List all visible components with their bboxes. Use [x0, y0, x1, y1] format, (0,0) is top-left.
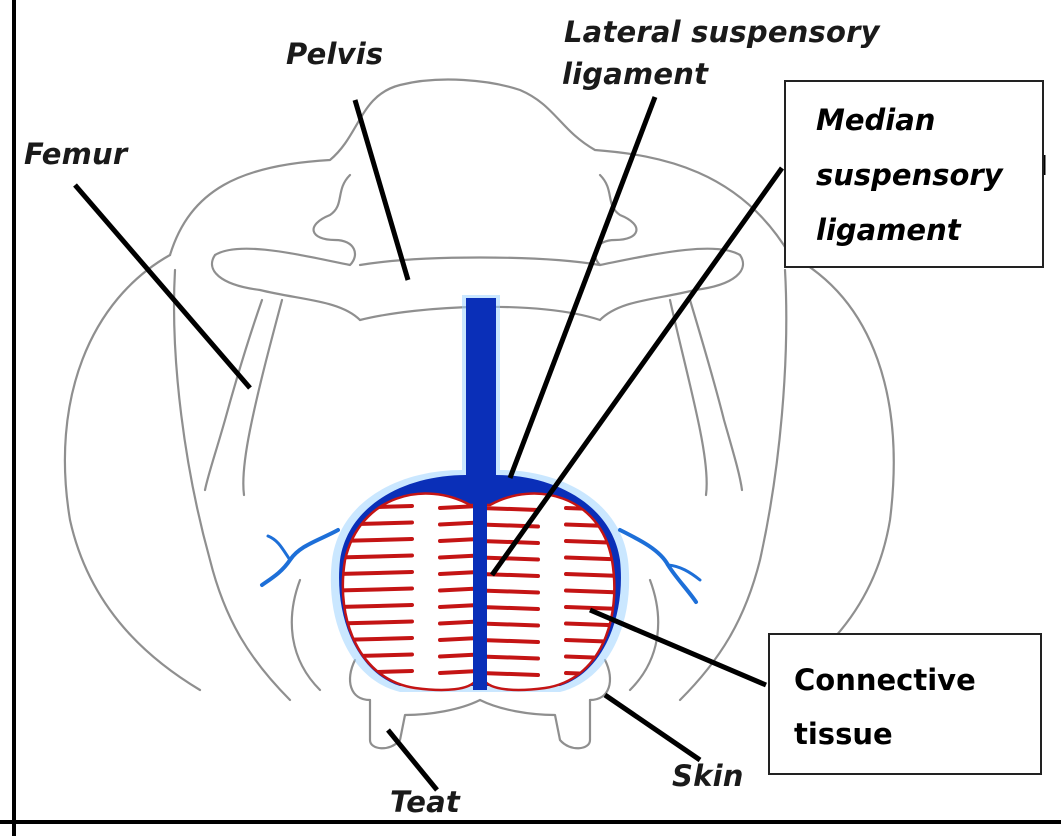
leader-lines [73, 96, 1046, 792]
median-suspensory-ligament-box: Median suspensory ligament [784, 80, 1044, 268]
connective-tissue-dash [342, 537, 414, 543]
connective-box-line1: Connective [794, 663, 976, 697]
leader-skin [603, 692, 702, 763]
connective-tissue-dash [342, 619, 414, 626]
connective-tissue-dash [342, 570, 414, 576]
connective-tissue-dash [564, 605, 615, 611]
connective-tissue-dash [484, 605, 540, 611]
connective-tissue-dash [564, 588, 615, 595]
connective-tissue-dash [342, 586, 414, 593]
connective-tissue-dash [342, 553, 414, 560]
leader-femur [73, 183, 252, 390]
connective-tissue-dash [438, 570, 476, 576]
connective-tissue-dash [484, 638, 540, 644]
leader-pelvis [352, 99, 411, 281]
connective-tissue-dash [438, 619, 476, 626]
connective-tissue-dash [438, 537, 476, 543]
body-outline [63, 78, 895, 702]
connective-tissue-dash [438, 603, 476, 609]
connective-tissue-box: Connective tissue [768, 633, 1042, 775]
label-teat: Teat [390, 785, 460, 819]
label-femur: Femur [24, 137, 128, 171]
connective-box-line2: tissue [794, 717, 893, 751]
label-lateral-suspensory-line2: ligament [562, 57, 709, 91]
leader-connective-tissue [589, 607, 767, 688]
connective-tissue-dash [484, 539, 540, 545]
median-box-line2: suspensory [816, 158, 1003, 192]
connective-tissue-dash [342, 603, 414, 609]
median-ligament-band [473, 470, 487, 690]
connective-tissue-dash [438, 553, 476, 560]
connective-tissue-dash [438, 586, 476, 593]
median-box-line3: ligament [816, 213, 961, 247]
connective-tissue-dash [564, 654, 615, 661]
connective-tissue-dash [484, 671, 540, 677]
label-lateral-suspensory-line1: Lateral suspensory [564, 15, 880, 49]
leader-teat [386, 728, 439, 792]
connective-tissue-dash [438, 669, 476, 675]
connective-tissue-dash [438, 520, 476, 527]
leader-lateral-ligament [507, 96, 658, 479]
vein-branches [260, 528, 702, 604]
leader-median-ligament [489, 166, 785, 577]
femur-bone-outline [203, 298, 744, 497]
connective-tissue-dash [484, 555, 540, 562]
connective-tissue-dash [484, 588, 540, 595]
connective-tissue-dash [438, 504, 476, 510]
median-box-line1: Median [816, 103, 936, 137]
connective-tissue-dash [484, 572, 540, 578]
connective-tissue-dash [564, 572, 615, 578]
connective-tissue-dash [564, 555, 615, 562]
connective-tissue-dash [484, 621, 540, 628]
connective-tissue-dash [438, 636, 476, 642]
label-skin: Skin [672, 759, 744, 793]
connective-tissue-dash [484, 506, 540, 512]
label-pelvis: Pelvis [286, 37, 384, 71]
connective-tissue-dash [484, 654, 540, 661]
connective-tissue-dash [438, 652, 476, 659]
